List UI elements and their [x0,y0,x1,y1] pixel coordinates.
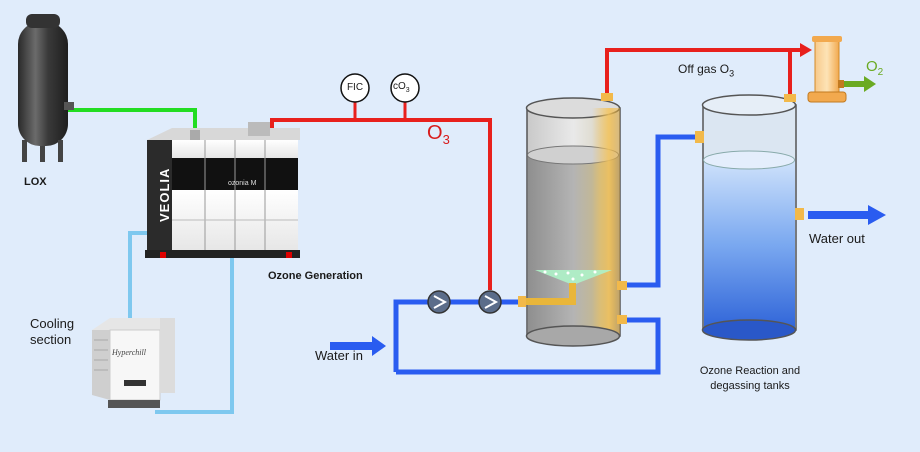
recirc-line [396,317,661,375]
reaction-tanks-label: Ozone Reaction and degassing tanks [699,365,801,392]
offgas-arrowhead [800,43,812,57]
o2-text: O [866,58,878,75]
lox-tank [18,14,74,162]
water-in-label: Water in [315,348,363,363]
ozone-o3-label: O3 [427,122,450,147]
model-badge: ozonia M [228,180,257,187]
cooling-section-label: Cooling section [30,316,75,347]
co3-instrument [390,73,420,103]
contact-tank [518,93,627,347]
pump-2 [478,290,502,314]
o3-text: O [427,122,443,144]
o3-subscript: 3 [442,132,450,147]
pump-1 [427,290,451,314]
ozone-destructor [807,36,847,103]
cooling-line-right [155,258,234,414]
degassing-tank [695,94,804,341]
o2-arrow [843,76,876,92]
lox-label: LOX [24,176,47,188]
ozone-line [270,118,492,290]
off-gas-label: Off gas O3 [678,62,734,78]
transfer-line [622,134,700,288]
chiller-brand: Hyperchill [112,348,146,357]
cooling-line-left [128,231,152,318]
ozone-generator [145,122,300,258]
water-loop [393,299,520,372]
co3-subscript: 3 [405,87,410,94]
off-gas-subscript: 3 [729,68,735,79]
veolia-brand: VEOLIA [157,167,172,222]
water-out-arrow [808,205,886,225]
water-in-arrow [330,336,386,356]
water-out-label: Water out [809,231,865,246]
co3-text: cO [393,81,406,92]
o2-subscript: 2 [877,67,884,78]
ozone-generation-label: Ozone Generation [268,270,363,282]
fic-instrument [340,73,370,103]
off-gas-text: Off gas O [678,62,730,76]
chiller-unit [92,318,175,408]
co3-label: cO3 [393,81,410,94]
offgas-line [605,48,800,95]
veolia-logo: VEOLIA [153,150,177,230]
o2-label: O2 [866,58,883,78]
fic-label: FIC [346,82,364,93]
